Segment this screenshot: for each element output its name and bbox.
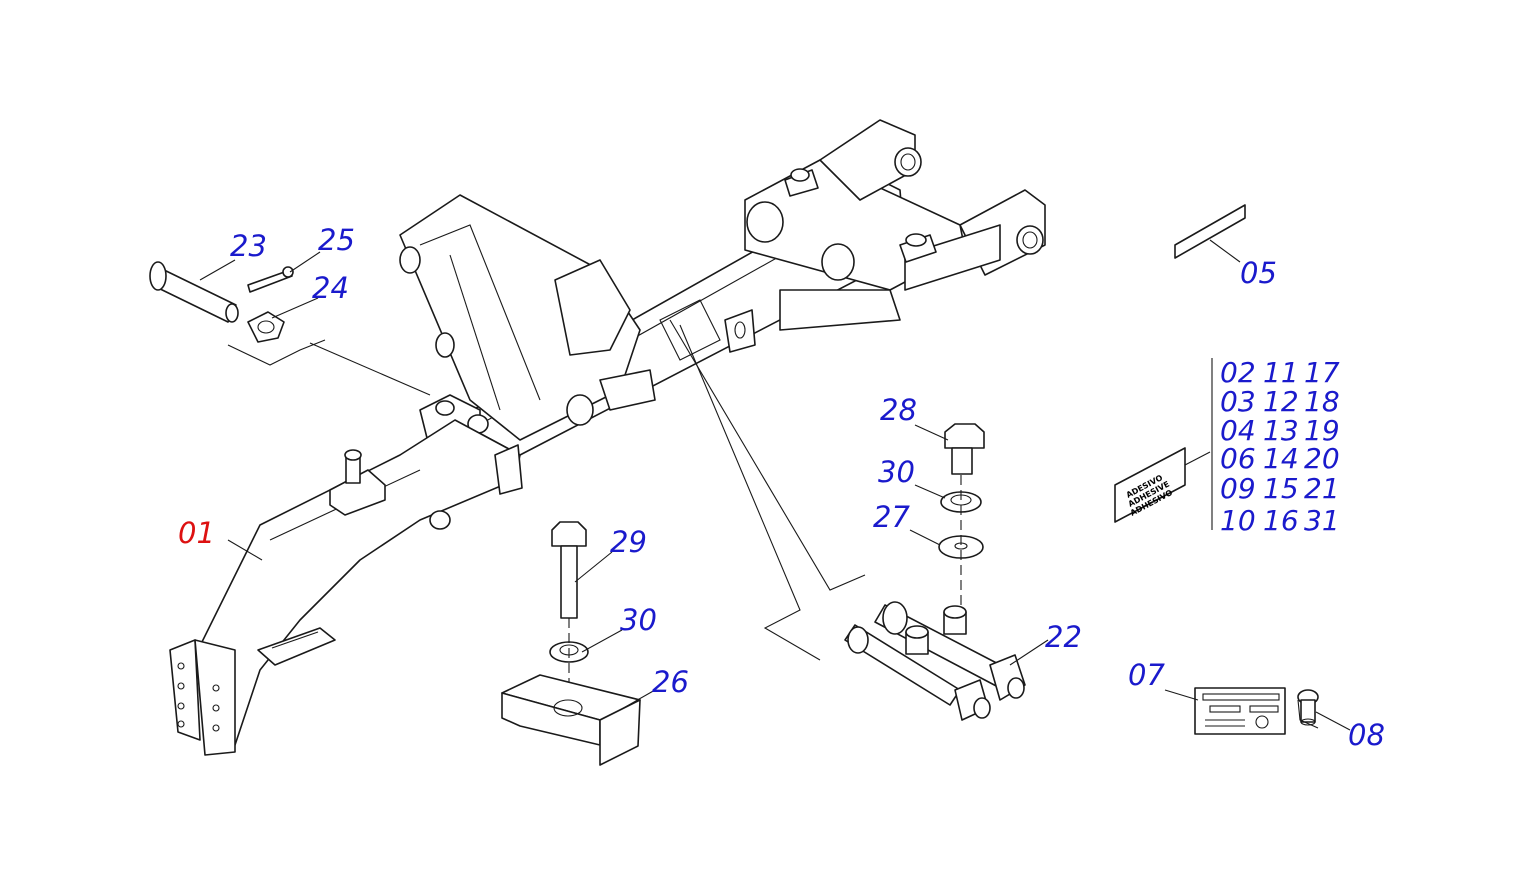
leader-frame-to-fittings <box>669 319 866 591</box>
callout-25: 25 <box>318 223 355 257</box>
callout-28: 28 <box>880 393 917 427</box>
leader-05 <box>1209 239 1241 263</box>
main-frame <box>169 119 1046 756</box>
callout-24: 24 <box>312 271 349 305</box>
callout-01: 01 <box>178 516 215 550</box>
leader-24 <box>271 297 319 319</box>
callout-26: 26 <box>652 665 689 699</box>
grid-cell: 13 <box>1263 414 1299 447</box>
decal-number-grid: 02 11 17 03 12 18 04 13 19 06 14 20 09 1… <box>1220 356 1340 537</box>
callout-08: 08 <box>1348 718 1385 752</box>
leader-27 <box>909 529 941 546</box>
grid-cell: 20 <box>1304 442 1340 475</box>
callout-29: 29 <box>610 525 647 559</box>
leader-frame-to-fittings-2 <box>679 324 821 661</box>
leader-decal <box>1184 451 1211 466</box>
fitting-assembly <box>844 601 1026 721</box>
grid-cell: 17 <box>1304 356 1340 389</box>
grid-cell: 04 <box>1220 414 1256 447</box>
leader-30b <box>581 629 623 653</box>
callout-30-lower: 30 <box>620 603 657 637</box>
grid-cell: 11 <box>1263 356 1299 389</box>
leader-07 <box>1164 689 1199 701</box>
id-plate <box>1194 687 1286 735</box>
leader-25 <box>289 251 321 273</box>
adhesive-decal: ADESIVO ADHESIVE ADHESIVO <box>1114 447 1186 523</box>
leader-29 <box>574 551 613 583</box>
leader-08-a <box>1297 699 1319 729</box>
grid-cell: 21 <box>1304 472 1340 505</box>
callout-07: 07 <box>1128 658 1165 692</box>
grid-cell: 14 <box>1263 442 1299 475</box>
callout-05: 05 <box>1240 256 1277 290</box>
leader-23 <box>199 259 236 281</box>
grid-cell: 12 <box>1263 385 1299 418</box>
grid-cell: 31 <box>1304 504 1340 537</box>
decal-05-strip <box>1174 204 1246 259</box>
grid-cell: 15 <box>1263 472 1299 505</box>
leader-26 <box>619 689 656 711</box>
lower-bolt-stack <box>501 521 641 766</box>
grid-cell: 10 <box>1220 504 1256 537</box>
grid-cell: 06 <box>1220 442 1256 475</box>
leader-30a <box>914 484 946 499</box>
grid-cell: 02 <box>1220 356 1256 389</box>
rivet <box>1297 689 1319 726</box>
callout-22: 22 <box>1045 620 1082 654</box>
leader-08-b <box>1315 711 1351 731</box>
grid-cell: 19 <box>1304 414 1340 447</box>
callout-23: 23 <box>230 229 267 263</box>
callout-27: 27 <box>873 500 910 534</box>
callout-30-upper: 30 <box>878 455 915 489</box>
grid-cell: 16 <box>1263 504 1299 537</box>
grid-cell: 03 <box>1220 385 1256 418</box>
leader-22 <box>1009 639 1049 666</box>
grid-cell: 09 <box>1220 472 1256 505</box>
leader-28 <box>914 424 949 441</box>
grid-cell: 18 <box>1304 385 1340 418</box>
pin-assembly <box>149 261 431 396</box>
leader-01 <box>227 539 263 561</box>
upper-bolt-stack <box>938 423 985 615</box>
